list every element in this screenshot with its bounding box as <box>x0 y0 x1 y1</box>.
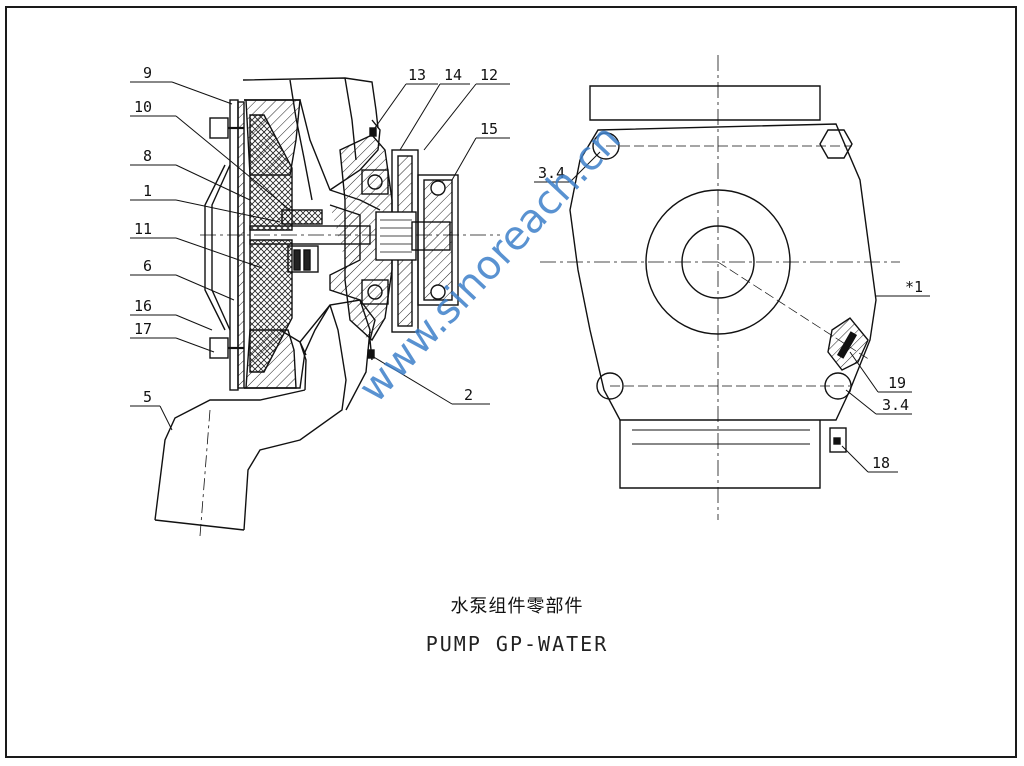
label-part-16: 16 <box>134 297 152 315</box>
label-part-19: 19 <box>888 374 906 392</box>
label-part-18: 18 <box>872 454 890 472</box>
label-part-2: 2 <box>464 386 473 404</box>
section-view <box>154 77 500 537</box>
label-part-star-1: *1 <box>905 278 923 296</box>
label-part-3-4-top: 3.4 <box>538 164 565 182</box>
label-part-6: 6 <box>143 257 152 275</box>
leader-lines-left <box>130 81 510 431</box>
label-part-13: 13 <box>408 66 426 84</box>
label-part-10: 10 <box>134 98 152 116</box>
label-part-12: 12 <box>480 66 498 84</box>
front-view <box>540 55 900 520</box>
label-part-11: 11 <box>134 220 152 238</box>
drawing-frame <box>5 6 1017 758</box>
leader-lines-right <box>534 151 930 473</box>
label-part-5: 5 <box>143 388 152 406</box>
title-chinese: 水泵组件零部件 <box>450 596 584 617</box>
label-part-14: 14 <box>444 66 462 84</box>
label-part-9: 9 <box>143 64 152 82</box>
label-part-15: 15 <box>480 120 498 138</box>
label-part-3-4-bottom: 3.4 <box>882 396 909 414</box>
title-english: PUMP GP-WATER <box>425 632 609 656</box>
label-part-8: 8 <box>143 147 152 165</box>
label-part-17: 17 <box>134 320 152 338</box>
label-part-1: 1 <box>143 182 152 200</box>
